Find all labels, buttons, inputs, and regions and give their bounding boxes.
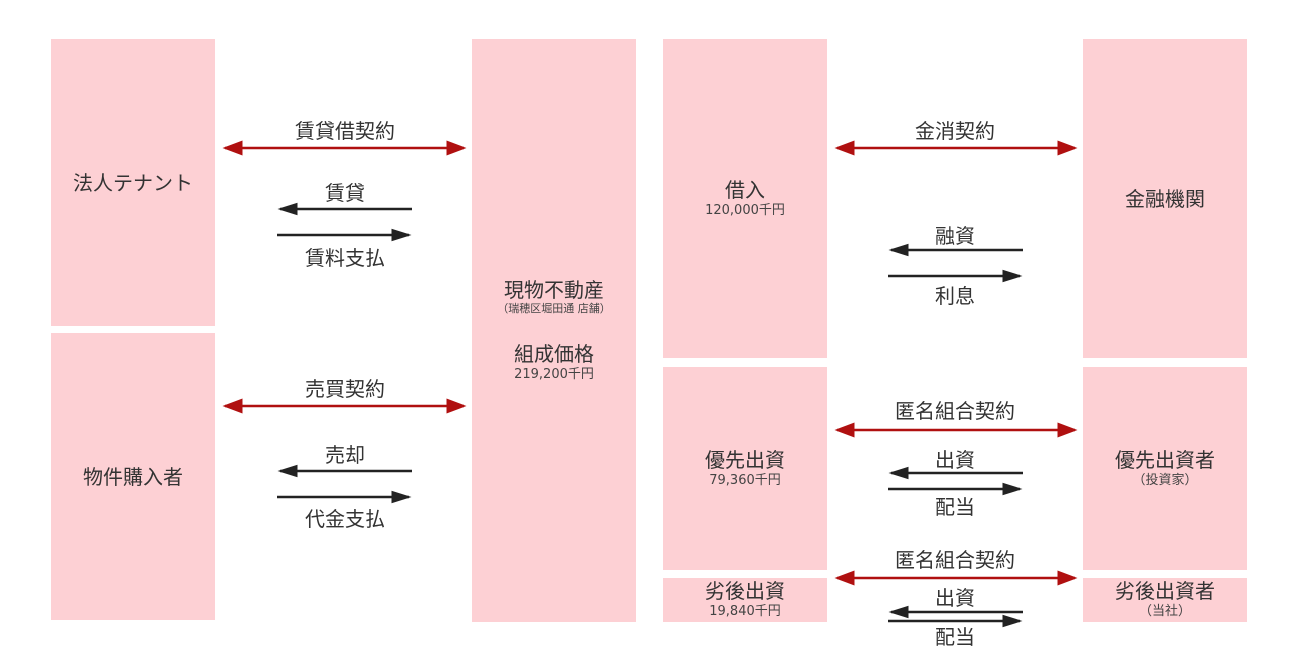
bank-title: 金融機関 xyxy=(1125,186,1205,211)
loan-contract-label: 金消契約 xyxy=(915,119,995,143)
dividend-label-1: 配当 xyxy=(935,495,975,519)
price-label: 組成価格 xyxy=(514,341,594,366)
price-payment-label: 代金支払 xyxy=(305,507,385,531)
investment-label-2: 出資 xyxy=(935,586,975,610)
financing-label: 融資 xyxy=(935,224,975,248)
junior-equity-box: 劣後出資 19,840千円 xyxy=(663,578,827,622)
price-value: 219,200千円 xyxy=(514,366,594,382)
investment-label-1: 出資 xyxy=(935,448,975,472)
dividend-label-2: 配当 xyxy=(935,625,975,649)
buyer-title: 物件購入者 xyxy=(83,464,183,489)
senior-equity-title: 優先出資 xyxy=(705,447,785,472)
senior-equity-box: 優先出資 79,360千円 xyxy=(663,367,827,570)
loan-amount: 120,000千円 xyxy=(705,202,785,218)
tenant-title: 法人テナント xyxy=(73,170,193,195)
loan-title: 借入 xyxy=(725,177,765,202)
junior-equity-title: 劣後出資 xyxy=(705,579,785,603)
tenant-box: 法人テナント xyxy=(51,39,215,326)
interest-label: 利息 xyxy=(935,284,975,308)
junior-investor-note: （当社） xyxy=(1138,604,1191,619)
bank-box: 金融機関 xyxy=(1083,39,1247,358)
buyer-box: 物件購入者 xyxy=(51,333,215,620)
senior-investor-title: 優先出資者 xyxy=(1115,447,1215,472)
sale-label: 売却 xyxy=(325,443,365,467)
senior-investor-note: （投資家） xyxy=(1132,472,1198,488)
lease-contract-label: 賃貸借契約 xyxy=(295,119,395,143)
senior-equity-amount: 79,360千円 xyxy=(709,472,781,488)
sale-contract-label: 売買契約 xyxy=(305,377,385,401)
property-subtitle: （瑞穂区堀田通 店舗） xyxy=(497,301,611,315)
junior-investor-title: 劣後出資者 xyxy=(1115,579,1215,603)
senior-investor-box: 優先出資者 （投資家） xyxy=(1083,367,1247,570)
junior-equity-amount: 19,840千円 xyxy=(709,604,781,619)
property-box: 現物不動産 （瑞穂区堀田通 店舗） 組成価格 219,200千円 xyxy=(472,39,636,622)
tk-contract-label-2: 匿名組合契約 xyxy=(895,548,1015,572)
junior-investor-box: 劣後出資者 （当社） xyxy=(1083,578,1247,622)
rent-payment-label: 賃料支払 xyxy=(305,246,385,270)
tk-contract-label-1: 匿名組合契約 xyxy=(895,399,1015,423)
loan-box: 借入 120,000千円 xyxy=(663,39,827,358)
property-title: 現物不動産 xyxy=(504,277,604,302)
lease-label: 賃貸 xyxy=(325,181,365,205)
